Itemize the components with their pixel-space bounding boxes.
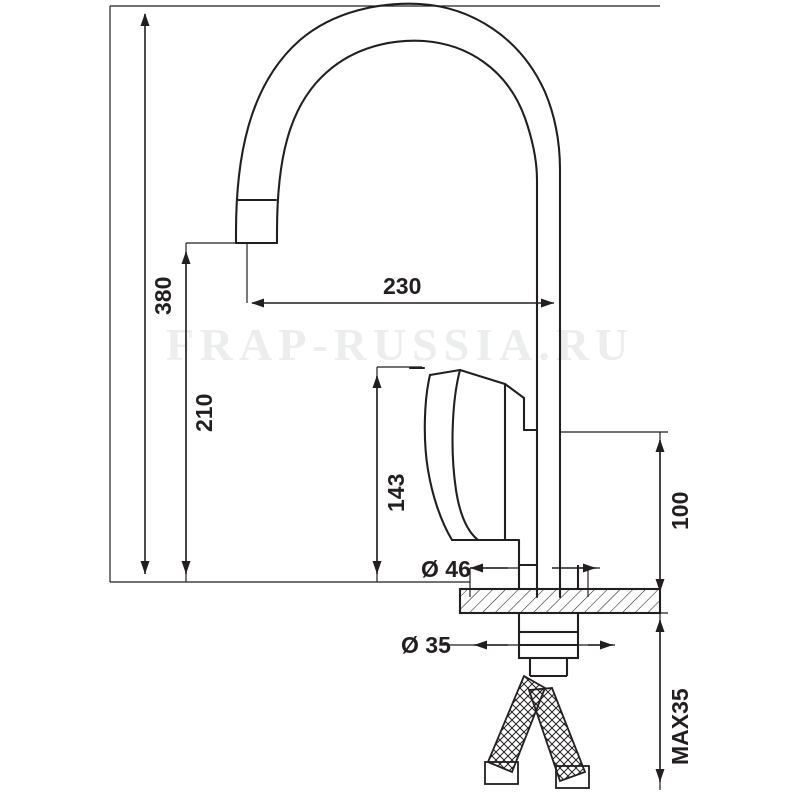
dimension-lines (140, 13, 665, 782)
dim-label-height-total: 380 (150, 276, 176, 315)
dim-label-height-spout: 210 (191, 393, 217, 432)
dim-label-shank-diameter: Ø 35 (401, 632, 451, 658)
mounting-hardware (517, 565, 580, 678)
dim-label-spout-reach: 230 (383, 273, 422, 299)
dim-label-height-handle: 143 (383, 473, 409, 512)
countertop-section (458, 587, 662, 615)
dim-label-body-height: 100 (667, 491, 693, 530)
dim-label-max-thickness: MAX35 (667, 688, 693, 765)
supply-hoses (484, 674, 590, 789)
faucet-outline (234, 2, 562, 599)
dim-label-base-diameter: Ø 46 (421, 556, 471, 582)
